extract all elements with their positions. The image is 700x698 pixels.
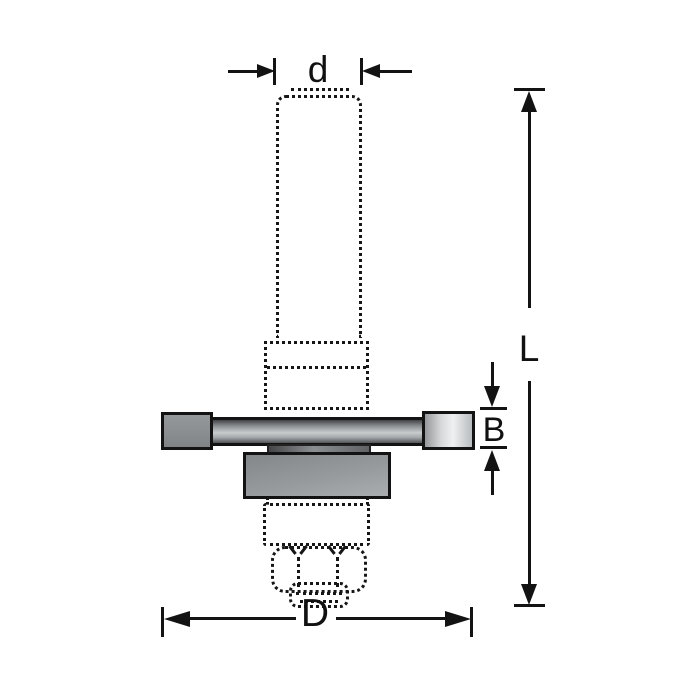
hex-nut-phantom-outline xyxy=(271,546,367,593)
hex-facet-mark-left-icon xyxy=(289,545,307,557)
cutter-blade xyxy=(211,417,424,446)
cutter-tooth-right xyxy=(422,411,475,450)
l-dim-tick-top xyxy=(514,88,545,91)
b-dim-tick-bottom xyxy=(480,446,507,449)
big-d-dim-line-right xyxy=(336,617,446,620)
l-dim-line-upper xyxy=(528,111,531,308)
big-d-dim-tick-left xyxy=(161,607,164,637)
phantom-connector-right xyxy=(366,497,369,505)
b-dim-arrowhead-down-icon xyxy=(484,386,500,407)
big-d-dim-tick-right xyxy=(470,607,473,637)
big-d-dim-line-left xyxy=(189,617,296,620)
b-dim-tick-top xyxy=(480,407,507,410)
l-dim-label: L xyxy=(518,328,540,369)
nut-tip-line-2 xyxy=(300,600,338,603)
shank-end-chamfer-line xyxy=(291,88,349,91)
arbor-divider-line xyxy=(267,366,366,369)
d-dim-arrowhead-right-icon xyxy=(257,64,275,78)
hex-facet-line-right xyxy=(336,557,339,587)
big-d-dim-arrowhead-right-icon xyxy=(445,611,471,627)
hex-facet-line-left xyxy=(297,557,300,587)
arbor-phantom-outline xyxy=(264,341,369,410)
big-d-dim-arrowhead-left-icon xyxy=(164,611,190,627)
d-dim-label: d xyxy=(307,49,329,90)
b-dim-arrowhead-up-icon xyxy=(484,450,500,471)
shank-phantom-outline xyxy=(276,95,362,338)
cutter-tooth-left xyxy=(161,412,213,450)
b-dim-extension-upper xyxy=(491,362,494,388)
l-dim-line-lower xyxy=(528,381,531,584)
phantom-connector-left xyxy=(266,497,269,505)
l-dim-arrowhead-up-icon xyxy=(521,91,537,112)
d-dim-arrowhead-left-icon xyxy=(362,64,380,78)
b-dim-extension-lower xyxy=(491,469,494,495)
d-dim-extension-right xyxy=(379,70,412,73)
l-dim-arrowhead-down-icon xyxy=(521,584,537,605)
big-d-dim-label: D xyxy=(300,592,330,635)
d-dim-extension-left xyxy=(228,70,260,73)
b-dim-label: B xyxy=(482,411,506,449)
d-dim-tick-right xyxy=(360,58,363,85)
nut-tip-phantom-outline xyxy=(289,582,349,608)
l-dim-tick-bottom xyxy=(514,604,545,607)
bearing xyxy=(243,452,391,499)
hex-facet-mark-right-icon xyxy=(328,545,346,557)
spacer-phantom-outline xyxy=(263,503,370,546)
d-dim-tick-left xyxy=(273,58,276,85)
nut-tip-line-1 xyxy=(296,592,342,595)
